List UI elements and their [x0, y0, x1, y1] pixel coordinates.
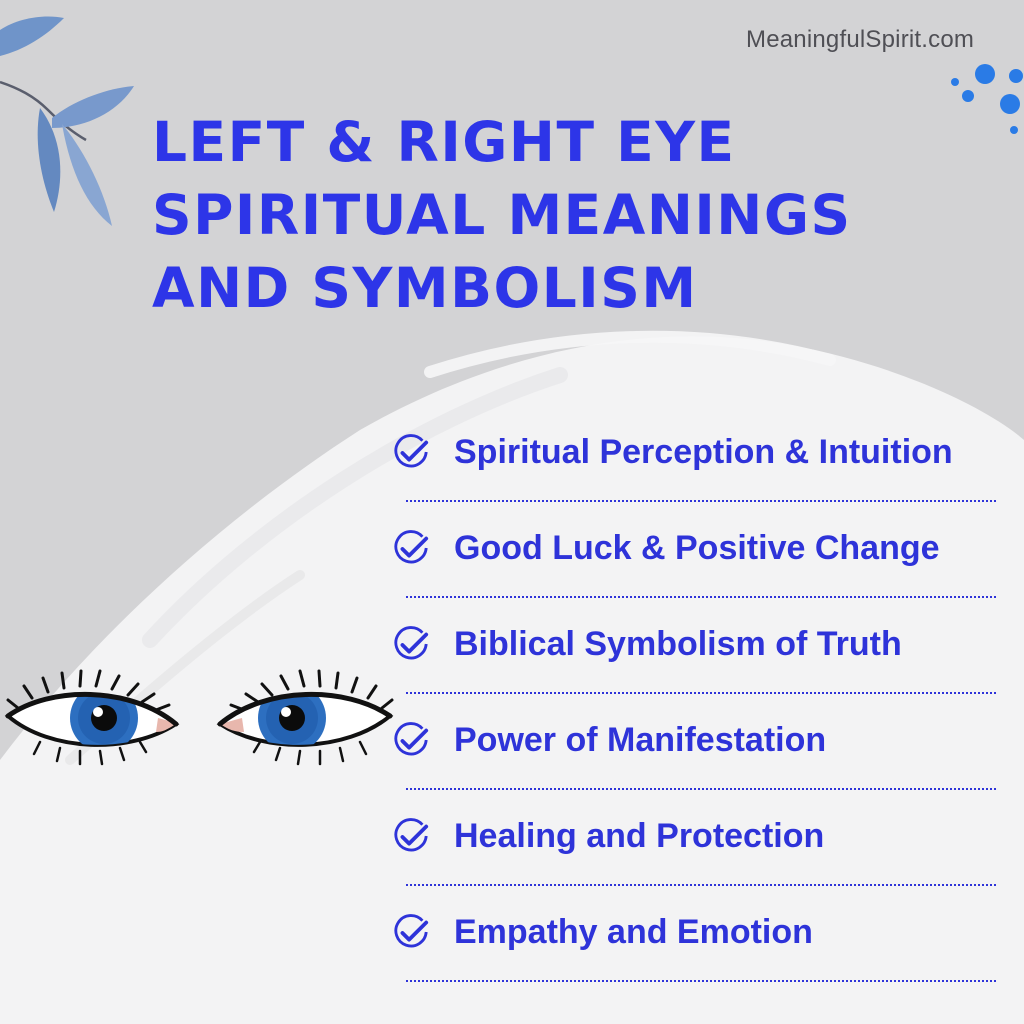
dotted-divider: [406, 884, 996, 886]
brush-stroke-shape: [0, 336, 1024, 1024]
dotted-divider: [406, 596, 996, 598]
meanings-list: Spiritual Perception & Intuition Good Lu…: [392, 422, 1000, 998]
list-item-label: Healing and Protection: [454, 817, 825, 855]
check-circle-icon: [394, 818, 429, 852]
leaf-branch-icon: [0, 16, 134, 226]
list-item-label: Power of Manifestation: [454, 721, 827, 759]
eyes-icon: [4, 669, 394, 766]
list-item: Spiritual Perception & Intuition: [392, 422, 1000, 518]
list-item: Empathy and Emotion: [392, 902, 1000, 998]
title-line: AND SYMBOLISM: [152, 256, 698, 320]
list-item: Biblical Symbolism of Truth: [392, 614, 1000, 710]
left-eye-icon: [4, 669, 180, 766]
dotted-divider: [406, 788, 996, 790]
site-watermark: MeaningfulSpirit.com: [746, 26, 975, 53]
list-item: Healing and Protection: [392, 806, 1000, 902]
check-circle-icon: [394, 914, 429, 948]
right-eye-icon: [216, 669, 394, 766]
dotted-divider: [406, 980, 996, 982]
title-line: SPIRITUAL MEANINGS: [152, 183, 852, 247]
list-item: Good Luck & Positive Change: [392, 518, 1000, 614]
list-item-label: Biblical Symbolism of Truth: [454, 625, 902, 663]
list-item-label: Spiritual Perception & Intuition: [454, 433, 953, 471]
check-circle-icon: [394, 722, 429, 756]
dots-icon: [951, 64, 1023, 134]
dotted-divider: [406, 692, 996, 694]
list-item-label: Empathy and Emotion: [454, 913, 813, 951]
check-circle-icon: [394, 530, 429, 564]
check-circle-icon: [394, 626, 429, 660]
list-item-label: Good Luck & Positive Change: [454, 529, 940, 567]
dotted-divider: [406, 500, 996, 502]
page-title: LEFT & RIGHT EYE SPIRITUAL MEANINGS AND …: [152, 106, 912, 325]
title-line: LEFT & RIGHT EYE: [152, 110, 736, 174]
check-circle-icon: [394, 434, 429, 468]
list-item: Power of Manifestation: [392, 710, 1000, 806]
